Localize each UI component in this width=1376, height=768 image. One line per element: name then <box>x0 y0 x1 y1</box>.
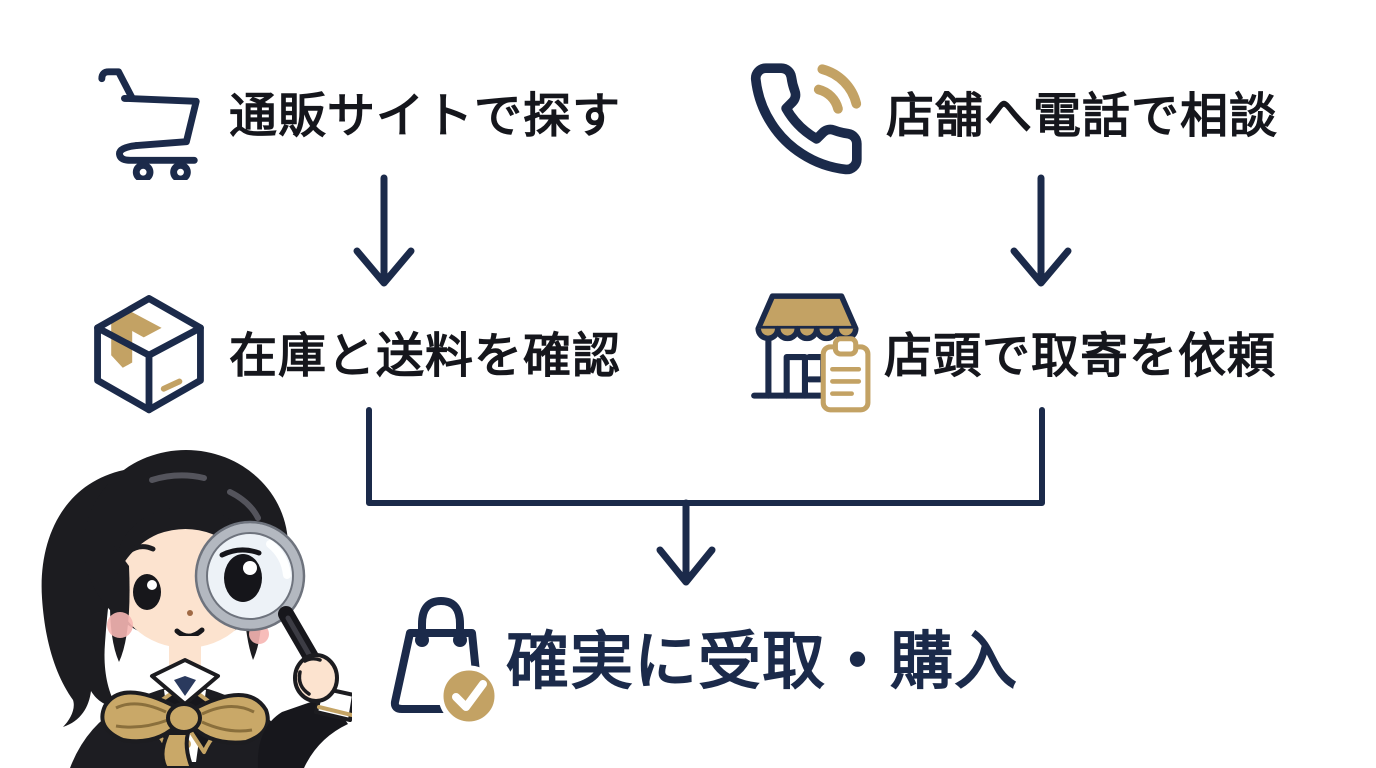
step-label-stock-shipping: 在庫と送料を確認 <box>229 330 622 383</box>
checkmark-icon <box>452 680 487 711</box>
step-label-online-search: 通販サイトで探す <box>229 90 622 143</box>
result-label-secure-purchase: 確実に受取・購入 <box>506 627 1018 697</box>
storefront-clipboard-icon <box>742 288 874 420</box>
clipboard-icon <box>820 336 871 413</box>
package-box-icon <box>86 288 212 414</box>
girl-with-magnifying-glass <box>16 428 352 768</box>
signal-waves-icon <box>813 64 862 114</box>
step-label-store-order: 店頭で取寄を依頼 <box>884 330 1277 383</box>
shopping-bag-check-icon <box>372 590 504 730</box>
magnifying-glass-icon <box>194 520 330 684</box>
step-label-phone-consult: 店舗へ電話で相談 <box>886 90 1279 143</box>
phone-icon <box>745 58 867 180</box>
shopping-cart-icon <box>92 62 210 180</box>
merge-bracket-line <box>366 407 1045 506</box>
